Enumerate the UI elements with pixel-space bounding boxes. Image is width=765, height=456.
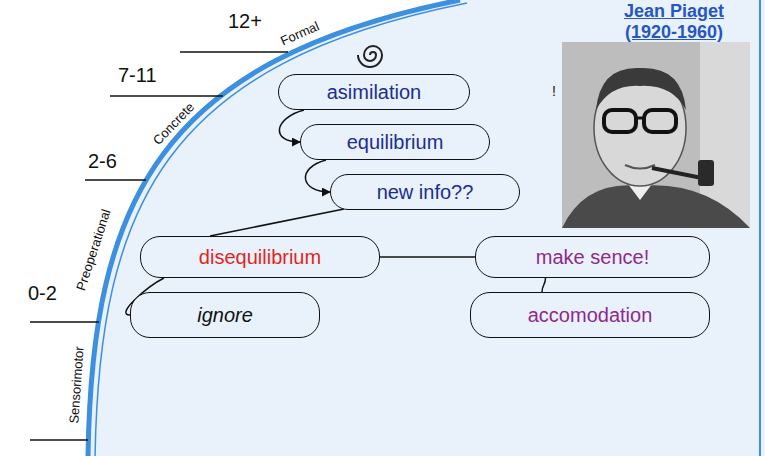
node-text: equilibrium — [347, 131, 444, 154]
stage-label: Formal — [279, 19, 322, 49]
node-text: new info?? — [377, 181, 474, 204]
panel-edge — [759, 0, 761, 456]
stage-box: new info?? — [330, 174, 520, 210]
node-text: make sence! — [536, 246, 649, 269]
connector — [542, 278, 546, 292]
process-box: make sence! — [475, 236, 710, 278]
stage-label: Preoperational — [74, 208, 114, 293]
stage-tick — [180, 51, 288, 53]
age-label: 0-2 — [28, 282, 57, 304]
portrait-photo — [562, 42, 750, 228]
stage-box: asimilation — [278, 74, 470, 110]
stage-tick — [85, 179, 146, 181]
outcome-box: ignore — [130, 292, 320, 338]
stage-tick — [110, 95, 223, 97]
age-label: 2-6 — [88, 150, 117, 172]
connector — [305, 160, 330, 192]
note-mark: ! — [552, 84, 556, 99]
title: Jean Piaget (1920-1960) — [596, 1, 752, 42]
state-box: disequilibrium — [140, 236, 380, 278]
stage-tick — [30, 321, 99, 323]
stage-tick — [30, 439, 88, 441]
node-text: asimilation — [327, 81, 421, 104]
node-text: ignore — [197, 304, 253, 327]
process-box: accomodation — [470, 292, 710, 338]
spiral-symbol — [358, 46, 382, 67]
stage-box: equilibrium — [300, 124, 490, 160]
node-text: accomodation — [528, 304, 653, 327]
stage-label: Sensorimotor — [67, 346, 87, 424]
age-label: 12+ — [228, 10, 262, 32]
stage-label: Concrete — [151, 100, 198, 148]
stage-region — [88, 0, 765, 456]
stage-arc-inner — [95, 3, 467, 456]
connector — [210, 209, 344, 236]
age-label: 7-11 — [118, 64, 157, 86]
node-text: disequilibrium — [199, 246, 321, 269]
connector — [380, 256, 475, 258]
